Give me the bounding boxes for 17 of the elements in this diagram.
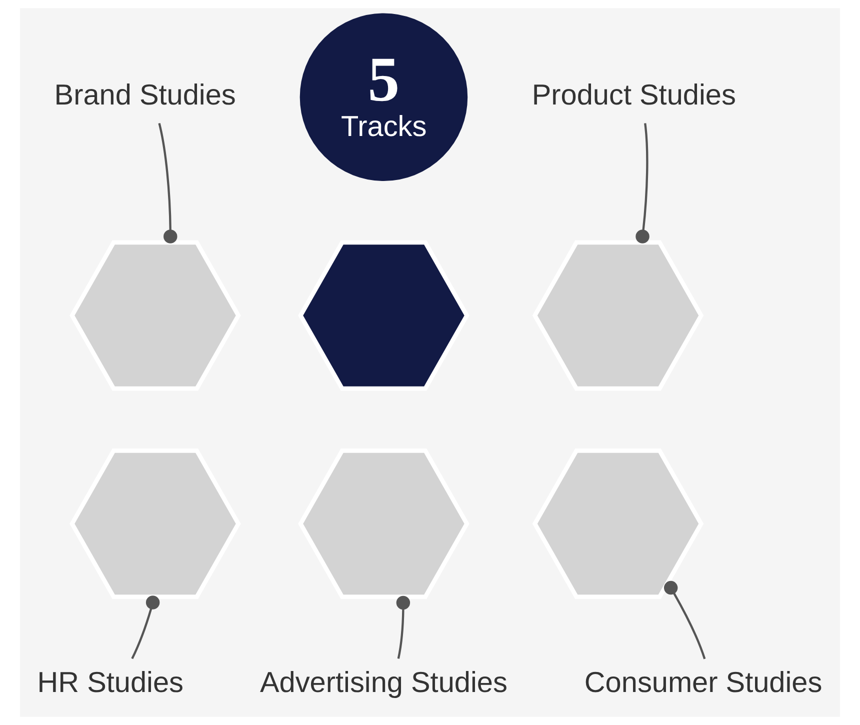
node-hexagon: [532, 448, 704, 599]
node-hexagon: [70, 240, 241, 391]
node-hexagon: [532, 240, 704, 391]
node-hexagon: [298, 448, 470, 599]
connector: [158, 123, 178, 244]
connector: [636, 123, 650, 244]
connector: [396, 596, 410, 659]
node-text: Advertising Studies: [260, 667, 508, 700]
node-text: Product Studies: [532, 79, 736, 112]
node-hexagon: [70, 448, 241, 599]
node-circle: 5 Tracks: [300, 13, 468, 181]
node-text: Consumer Studies: [584, 667, 822, 700]
node-hexagon: [298, 240, 470, 391]
connector: [664, 580, 706, 660]
connector: [131, 596, 160, 660]
node-text: Brand Studies: [54, 79, 236, 112]
node-text: HR Studies: [37, 667, 184, 700]
